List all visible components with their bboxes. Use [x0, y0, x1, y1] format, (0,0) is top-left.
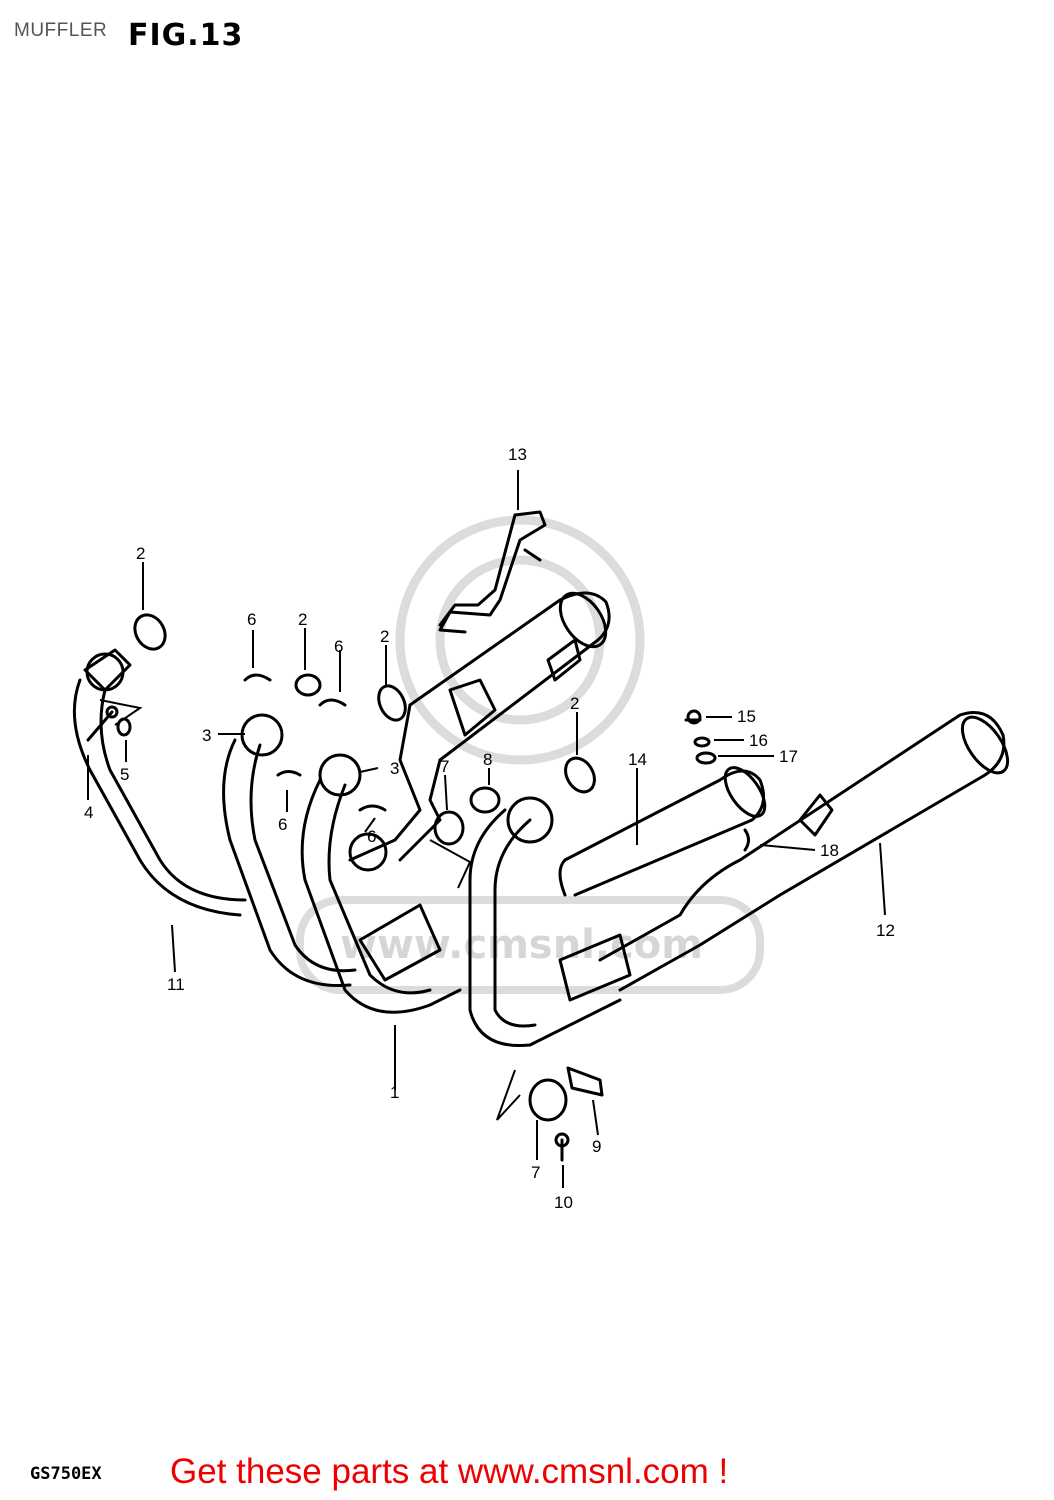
callout-13: 13: [508, 445, 527, 464]
callout-numbers: 2 6 2 6 2 2 3 3 6 6 5 4 7 8 14 15 16 17 …: [84, 445, 895, 1212]
exhaust-exploded-diagram: www.cmsnl.com: [72, 445, 1010, 1212]
callout-2: 2: [380, 627, 389, 646]
callout-6: 6: [247, 610, 256, 629]
callout-2: 2: [136, 544, 145, 563]
callout-6: 6: [367, 827, 376, 846]
upper-muffler: [348, 591, 611, 872]
callout-2: 2: [298, 610, 307, 629]
callout-11: 11: [167, 975, 185, 994]
part-11-pipe: [72, 648, 247, 917]
callout-6: 6: [334, 637, 343, 656]
bolt-parts: [86, 705, 132, 742]
callout-3: 3: [202, 726, 211, 745]
pipe-fourth: [468, 796, 632, 1048]
callout-17: 17: [779, 747, 798, 766]
callout-7: 7: [440, 757, 449, 776]
callout-16: 16: [749, 731, 768, 750]
part-1-pipe: [300, 753, 462, 1014]
callout-4: 4: [84, 803, 93, 822]
callout-14: 14: [628, 750, 647, 769]
leader-lines: [87, 470, 886, 1188]
connector-parts: [433, 786, 604, 1162]
callout-6: 6: [278, 815, 287, 834]
gasket-parts: [133, 613, 596, 794]
callout-15: 15: [737, 707, 756, 726]
callout-7: 7: [531, 1163, 540, 1182]
callout-2: 2: [570, 694, 579, 713]
bolt-stack: [684, 709, 750, 852]
clamp-parts: [243, 673, 387, 812]
cta-link[interactable]: Get these parts at www.cmsnl.com !: [170, 1452, 729, 1491]
model-code: GS750EX: [30, 1464, 102, 1484]
callout-8: 8: [483, 750, 492, 769]
callout-12: 12: [876, 921, 895, 940]
callout-10: 10: [554, 1193, 573, 1212]
callout-18: 18: [820, 841, 839, 860]
callout-3: 3: [390, 759, 399, 778]
part-12-muffler: [598, 711, 1010, 992]
callout-5: 5: [120, 765, 129, 784]
part-13-bracket: [438, 510, 547, 634]
part-14-muffler: [558, 766, 767, 897]
section-title: MUFFLER: [14, 20, 108, 41]
callout-9: 9: [592, 1137, 601, 1156]
watermark-text: www.cmsnl.com: [340, 922, 703, 968]
callout-1: 1: [390, 1083, 399, 1102]
watermark: www.cmsnl.com: [296, 515, 764, 994]
figure-number: FIG.13: [128, 18, 244, 53]
